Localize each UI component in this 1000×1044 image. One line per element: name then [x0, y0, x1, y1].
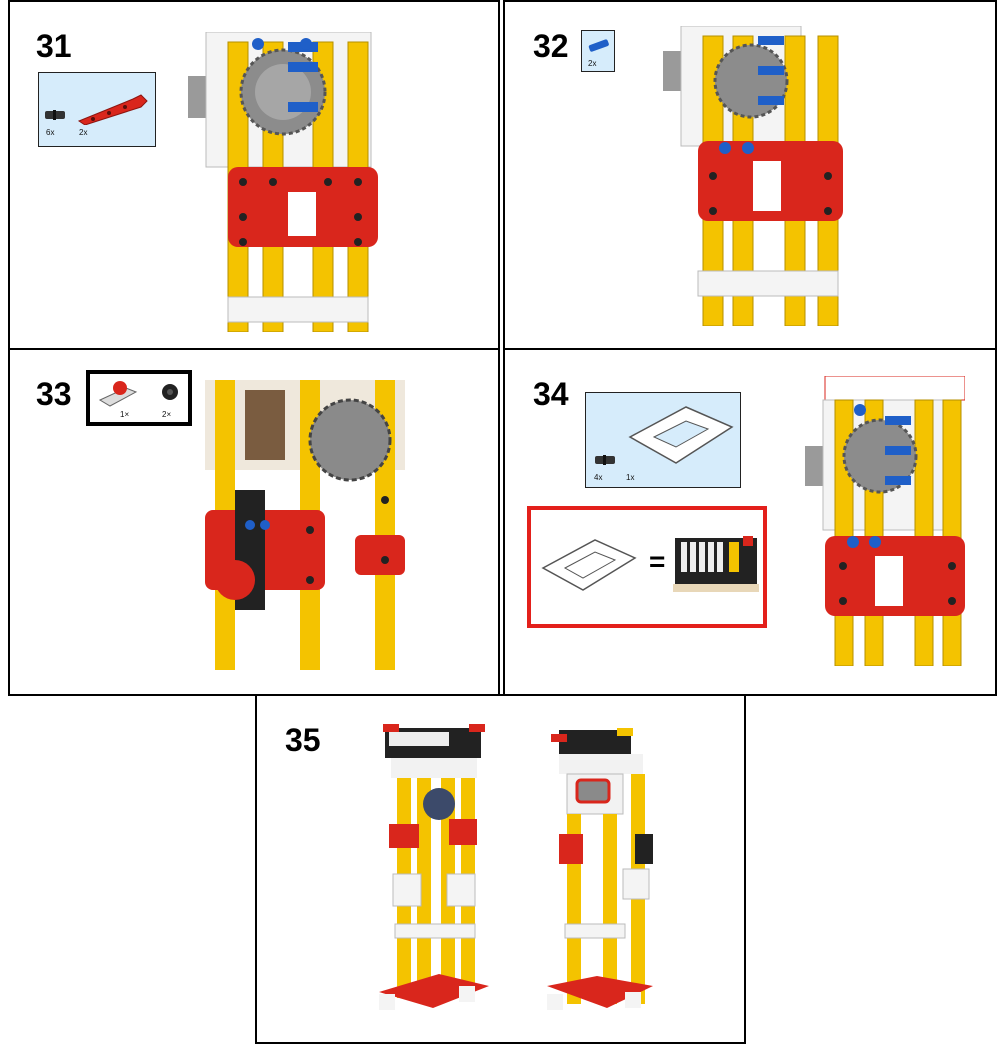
blue-axle-pin-icon [588, 39, 609, 52]
black-pin-icon [595, 455, 615, 465]
parts-list: 2x [581, 30, 615, 72]
button-module-icon [98, 381, 138, 407]
assembly-photo [205, 380, 405, 670]
assembly-illustration [805, 376, 965, 666]
step-33-panel: 33 1× 2× [8, 348, 500, 696]
black-pin-icon [45, 110, 65, 120]
step-number: 31 [36, 28, 72, 64]
white-frame-icon [628, 406, 734, 464]
equivalence-callout: = [527, 506, 767, 628]
step-number: 34 [533, 376, 569, 412]
part-quantity: 6x [46, 128, 55, 137]
white-frame-icon [541, 539, 637, 591]
controller-board-icon [673, 536, 759, 592]
step-number: 35 [285, 722, 321, 758]
assembly-illustration [663, 26, 843, 326]
parts-list: 6x 2x [38, 72, 156, 147]
step-number: 32 [533, 28, 569, 64]
part-quantity: 1x [626, 473, 635, 482]
part-quantity: 2× [162, 410, 172, 419]
assembly-illustration [188, 32, 378, 332]
step-35-panel: 35 [255, 694, 746, 1044]
part-quantity: 2x [588, 59, 597, 68]
step-number: 33 [36, 376, 72, 412]
parts-list: 4x 1x [585, 392, 741, 488]
finished-model-front [379, 724, 489, 1010]
red-l-beam-icon [77, 94, 148, 125]
parts-list: 1× 2× [86, 370, 192, 426]
step-34-panel: 34 4x 1x = [503, 348, 997, 696]
finished-model-back [547, 728, 653, 1010]
black-bush-icon [162, 384, 178, 400]
step-32-panel: 32 2x [503, 0, 997, 350]
equals-sign: = [649, 546, 666, 577]
part-quantity: 1× [120, 410, 130, 419]
part-quantity: 2x [79, 128, 88, 137]
step-31-panel: 31 6x 2x [8, 0, 500, 350]
part-quantity: 4x [594, 473, 603, 482]
